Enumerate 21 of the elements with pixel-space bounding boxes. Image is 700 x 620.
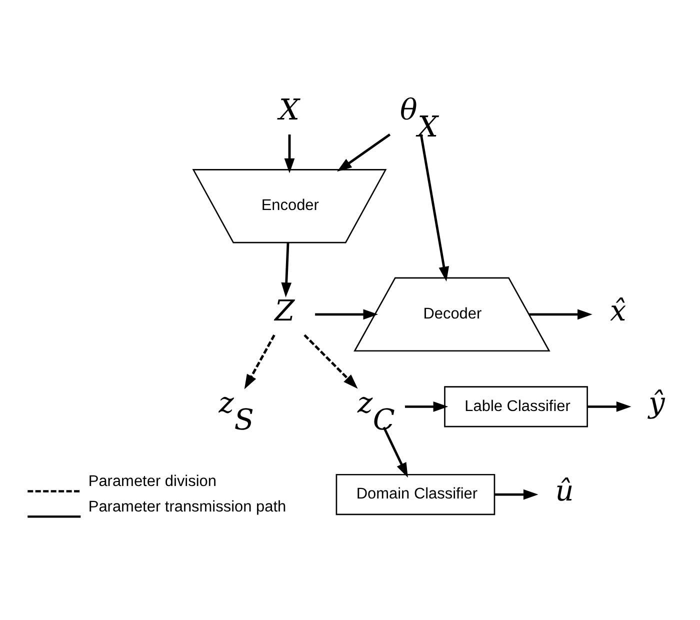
node-text: X xyxy=(279,92,300,127)
legend-label: Parameter transmission path xyxy=(88,498,286,516)
arrow xyxy=(529,309,592,320)
legend-label: Parameter division xyxy=(88,472,216,490)
node-text: ŷ xyxy=(648,386,665,420)
arrow xyxy=(244,334,276,390)
arrow xyxy=(337,134,391,172)
arrow xyxy=(284,134,295,174)
node-text: Z xyxy=(274,293,295,328)
node-box: Domain Classifier xyxy=(336,474,496,516)
node-box: Lable Classifier xyxy=(444,386,588,428)
arrow xyxy=(588,402,632,412)
node-text: û xyxy=(555,473,574,508)
arrow xyxy=(315,309,378,320)
arrow xyxy=(494,489,538,500)
arrow xyxy=(281,242,292,298)
arrow xyxy=(404,402,448,412)
arrow xyxy=(304,334,358,389)
node-text: x̂ xyxy=(610,293,626,328)
arrow xyxy=(382,426,408,478)
arrow xyxy=(420,134,450,282)
